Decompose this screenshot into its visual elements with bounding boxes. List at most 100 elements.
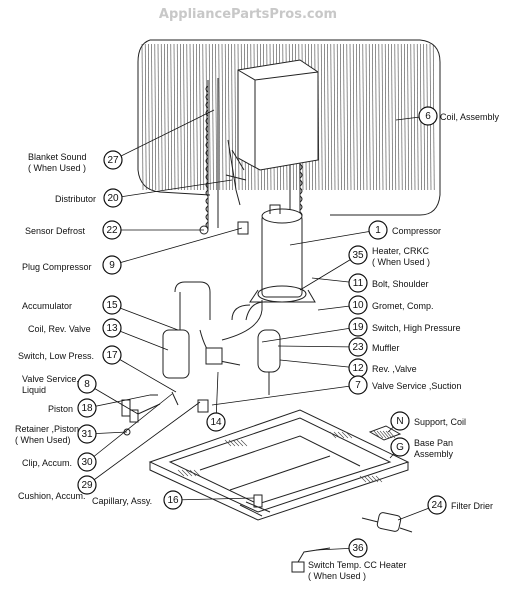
callout-label: Coil, Assembly [440,112,500,122]
callout-number: 18 [81,403,93,414]
callout-18: 18 Piston [48,398,97,418]
base-pan-vents [177,431,383,483]
callout-circle [390,411,410,431]
accumulator-drawing [162,281,281,395]
callout-11: 11 Bolt, Shoulder [348,273,429,293]
callout-label: Blanket Sound [28,152,87,162]
callout-label: ( When Used) [15,435,71,445]
leader-line-19 [261,326,359,343]
base-pan-drawing [148,409,410,521]
callout-circle [102,255,122,275]
callout-circle [102,345,122,365]
callout-circle [348,273,368,293]
callout-number: 11 [353,278,364,289]
callout-number: 31 [81,429,93,440]
callout-circle [163,490,183,510]
callout-number: 16 [167,495,179,506]
callout-label: Gromet, Comp. [372,301,434,311]
leader-line-7 [211,384,359,406]
callout-circle [418,106,438,126]
callout-number: 23 [352,342,364,353]
callout-label: Heater, CRKC [372,246,430,256]
callout-label: Accumulator [22,301,72,311]
temp-switch-drawing [291,547,331,573]
callout-circle [102,295,122,315]
callout-label: Liquid [22,385,46,395]
callout-label: Muffler [372,343,399,353]
leader-line-16 [172,497,255,501]
callout-circle [348,375,368,395]
callout-14: 14 [206,412,226,432]
leader-line-27 [112,109,215,161]
callout-13: 13 Coil, Rev. Valve [28,318,122,338]
callout-number: 13 [106,323,118,334]
callout-16: 16 Capillary, Assy. [92,490,183,510]
callout-n: N Support, Coil [390,411,466,431]
callout-label: Switch Temp. CC Heater [308,560,406,570]
callout-label: Assembly [414,449,454,459]
callout-number: 6 [425,111,431,122]
callout-circle [102,318,122,338]
leader-line-15 [111,304,179,331]
callout-circle [206,412,226,432]
callout-label: Compressor [392,226,441,236]
leader-line-8 [86,383,139,415]
callout-number: 36 [352,543,364,554]
watermark: AppliancePartsPros.com [159,7,337,22]
callout-label: Bolt, Shoulder [372,279,429,289]
callout-label: ( When Used ) [372,257,430,267]
leader-line-23 [277,345,359,348]
callout-label: Sensor Defrost [25,226,86,236]
leader-line-20 [112,179,233,199]
callout-8: 8 Valve Service,Liquid [22,374,97,395]
leader-line-1 [289,229,379,246]
callout-circle [390,437,410,457]
leader-line-17 [111,354,177,393]
leader-line-18 [86,394,151,409]
callout-label: Distributor [55,194,96,204]
callout-label: Support, Coil [414,417,466,427]
callout-label: Retainer ,Piston [15,424,79,434]
callout-circle [368,220,388,240]
callout-number: 22 [106,225,118,236]
support-coil-drawing [368,425,402,441]
callout-circle [77,424,97,444]
callout-number: N [396,416,403,427]
callout-label: Valve Service, [22,374,79,384]
callout-12: 12 Rev. ,Valve [348,358,417,378]
callout-number: 10 [352,300,364,311]
leader-line-9 [111,227,243,266]
callout-label: Coil, Rev. Valve [28,324,91,334]
callout-24: 24 Filter Drier [427,495,493,515]
callout-number: 30 [81,457,93,468]
callout-number: 24 [431,500,443,511]
callout-number: 8 [84,379,90,390]
callout-label: Rev. ,Valve [372,364,417,374]
callout-label: Filter Drier [451,501,493,511]
callout-label: Piston [48,404,73,414]
callout-circle [77,452,97,472]
callout-label: Base Pan [414,438,453,448]
callout-number: 12 [352,363,364,374]
callout-circle [103,188,123,208]
callout-22: 22 Sensor Defrost [25,220,122,240]
callout-label: ( When Used ) [28,163,86,173]
callout-label: Capillary, Assy. [92,496,152,506]
callout-label: Valve Service ,Suction [372,381,461,391]
callout-circle [348,295,368,315]
callout-circle [427,495,447,515]
